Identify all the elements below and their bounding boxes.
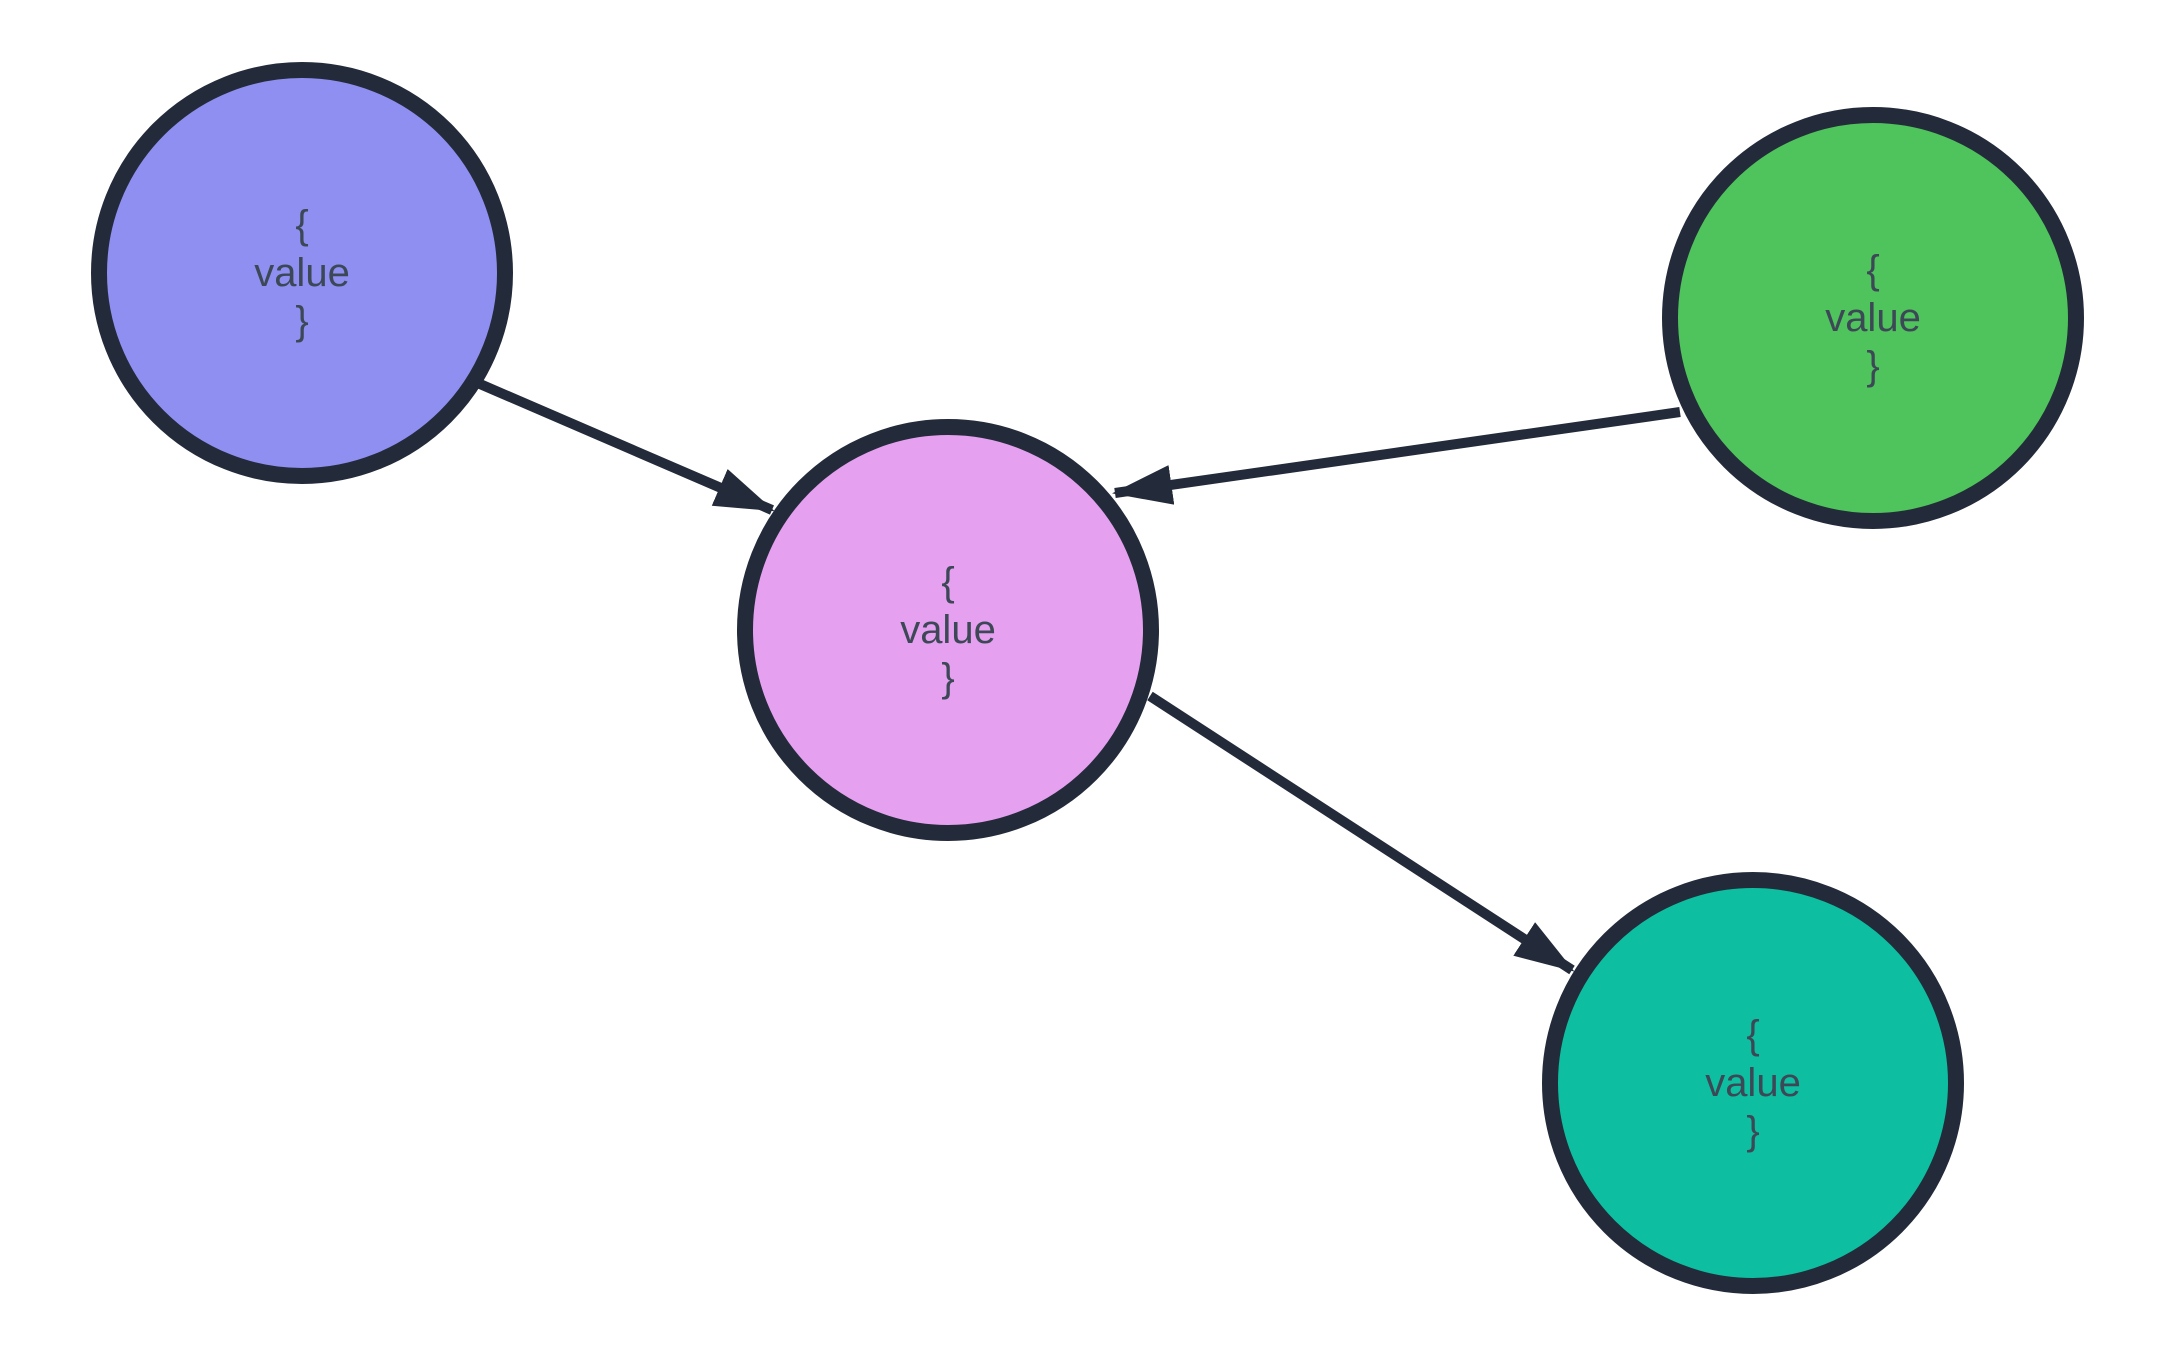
node-purple[interactable]: { value }	[91, 62, 513, 484]
node-label-close-brace: }	[941, 656, 955, 700]
node-label-close-brace: }	[1866, 344, 1880, 388]
node-label-open-brace: {	[1746, 1013, 1760, 1057]
node-label-close-brace: }	[1746, 1109, 1760, 1153]
node-label: { value }	[900, 558, 996, 702]
node-green[interactable]: { value }	[1662, 107, 2084, 529]
edge-green-to-magenta[interactable]	[1112, 407, 1681, 505]
node-label-value: value	[1705, 1061, 1801, 1105]
edge-magenta-to-teal[interactable]	[1147, 691, 1575, 975]
node-label-value: value	[254, 251, 350, 295]
node-label-open-brace: {	[295, 203, 309, 247]
node-label-value: value	[900, 608, 996, 652]
node-label-value: value	[1825, 296, 1921, 340]
node-label: { value }	[254, 201, 350, 345]
node-label: { value }	[1825, 246, 1921, 390]
edge-purple-to-magenta[interactable]	[478, 379, 775, 515]
node-teal[interactable]: { value }	[1542, 872, 1964, 1294]
node-label-close-brace: }	[295, 299, 309, 343]
node-label-open-brace: {	[1866, 248, 1880, 292]
node-magenta[interactable]: { value }	[737, 419, 1159, 841]
node-label: { value }	[1705, 1011, 1801, 1155]
node-label-open-brace: {	[941, 560, 955, 604]
